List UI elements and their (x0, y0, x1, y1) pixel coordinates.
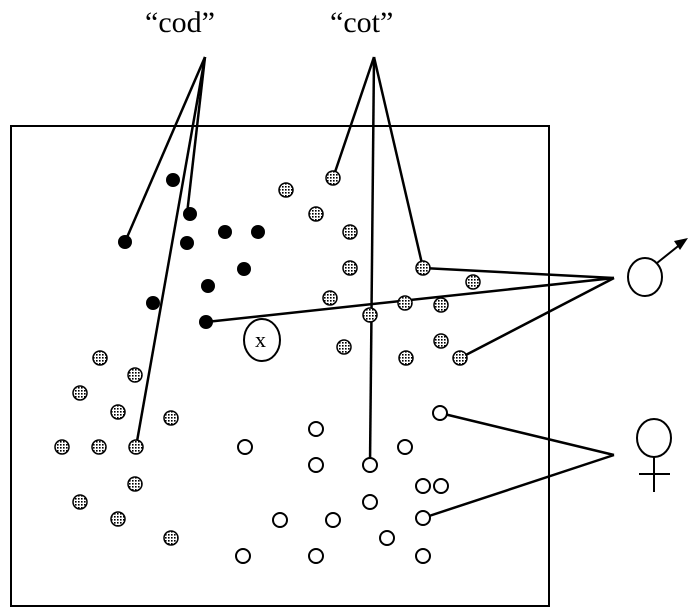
black-dot (180, 236, 194, 250)
black-dots (118, 173, 265, 329)
x-marker-label: x (255, 327, 266, 352)
hatched-dot (465, 274, 481, 290)
hatched-dot (110, 511, 126, 527)
hatched-dot (163, 410, 179, 426)
hatched-dot (72, 385, 88, 401)
hatched-dot (452, 350, 468, 366)
black-dot (183, 207, 197, 221)
hatched-dot (398, 350, 414, 366)
hatched-dot (308, 206, 324, 222)
hatched-dot (127, 476, 143, 492)
hatched-dot (278, 182, 294, 198)
label-cot: “cot” (330, 6, 393, 39)
hatched-dot (92, 350, 108, 366)
female-symbol-icon (636, 418, 672, 492)
plot-frame (10, 125, 550, 607)
hatched-dot (54, 439, 70, 455)
hatched-dot (362, 307, 378, 323)
open-dot (308, 421, 324, 437)
open-dot (432, 405, 448, 421)
open-dot (415, 510, 431, 526)
label-cod: “cod” (145, 6, 215, 39)
black-dot (201, 279, 215, 293)
black-dot (166, 173, 180, 187)
black-dot (218, 225, 232, 239)
hatched-dot (163, 530, 179, 546)
open-dot (235, 548, 251, 564)
hatched-dot (127, 367, 143, 383)
open-dot (415, 478, 431, 494)
hatched-dot (342, 224, 358, 240)
black-dot (251, 225, 265, 239)
hatched-dot (91, 439, 107, 455)
hatched-dot (433, 297, 449, 313)
black-dot (118, 235, 132, 249)
hatched-dot (110, 404, 126, 420)
hatched-dots (54, 170, 481, 546)
hatched-dot (322, 290, 338, 306)
hatched-dot (415, 260, 431, 276)
hatched-dot (397, 295, 413, 311)
black-dot (237, 262, 251, 276)
hatched-dot (128, 439, 144, 455)
x-marker: x (243, 318, 281, 362)
male-symbol-icon (627, 238, 688, 297)
cot-pointer-lines (331, 56, 425, 466)
black-dot (199, 315, 213, 329)
open-dot (308, 457, 324, 473)
open-dot (433, 478, 449, 494)
hatched-dot (72, 494, 88, 510)
hatched-dot (342, 260, 358, 276)
open-dot (415, 548, 431, 564)
open-dot (308, 548, 324, 564)
hatched-dot (336, 339, 352, 355)
cod-pointer-lines (123, 56, 207, 448)
hatched-dot (433, 333, 449, 349)
open-dot (362, 494, 378, 510)
open-dots (235, 405, 449, 564)
open-dot (237, 439, 253, 455)
open-dot (325, 512, 341, 528)
open-dot (362, 457, 378, 473)
open-dot (397, 439, 413, 455)
open-dot (379, 530, 395, 546)
black-dot (146, 296, 160, 310)
female-pointer-lines (422, 411, 615, 520)
open-dot (272, 512, 288, 528)
hatched-dot (325, 170, 341, 186)
